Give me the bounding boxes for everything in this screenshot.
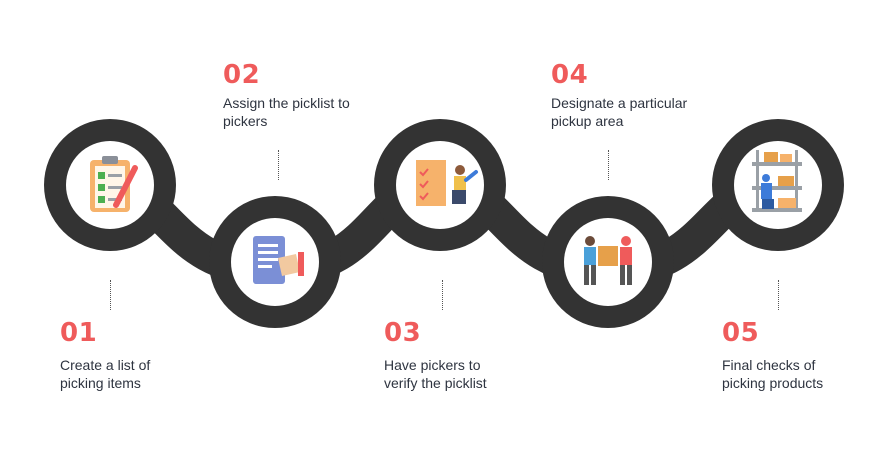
- clipboard-checklist-icon: [90, 156, 138, 212]
- step-3-description: Have pickers to verify the picklist: [384, 356, 574, 392]
- step-3-number: 03: [384, 318, 422, 348]
- step-4-circle: [542, 196, 674, 328]
- step-5-line-2: picking products: [722, 375, 824, 391]
- step-1-leader: [110, 280, 111, 310]
- step-1-line-2: picking items: [60, 375, 141, 391]
- step-5-circle: [712, 119, 844, 251]
- step-4-leader: [608, 150, 609, 180]
- step-3-circle: [374, 119, 506, 251]
- step-4-line-2: pickup area: [551, 113, 624, 129]
- worker-verify-list-icon: [416, 160, 478, 206]
- step-1-description: Create a list of picking items: [60, 356, 250, 392]
- warehouse-shelf-worker-icon: [752, 150, 802, 212]
- step-2-circle: [209, 196, 341, 328]
- step-4-line-1: Designate a particular: [551, 95, 688, 111]
- step-2-leader: [278, 150, 279, 180]
- step-1-line-1: Create a list of: [60, 357, 151, 373]
- step-4-description: Designate a particular pickup area: [551, 94, 741, 130]
- step-5-line-1: Final checks of: [722, 357, 816, 373]
- document-hand-icon: [253, 236, 304, 284]
- step-3-leader: [442, 280, 443, 310]
- step-4-number: 04: [551, 60, 589, 90]
- step-2-number: 02: [223, 60, 261, 90]
- step-5-description: Final checks of picking products: [722, 356, 882, 392]
- step-5-leader: [778, 280, 779, 310]
- step-1-number: 01: [60, 318, 98, 348]
- step-3-line-1: Have pickers to: [384, 357, 481, 373]
- step-1-circle: [44, 119, 176, 251]
- step-3-line-2: verify the picklist: [384, 375, 487, 391]
- step-2-line-2: pickers: [223, 113, 268, 129]
- workers-carry-box-icon: [584, 236, 632, 285]
- step-2-description: Assign the picklist to pickers: [223, 94, 413, 130]
- step-5-number: 05: [722, 318, 760, 348]
- step-2-line-1: Assign the picklist to: [223, 95, 350, 111]
